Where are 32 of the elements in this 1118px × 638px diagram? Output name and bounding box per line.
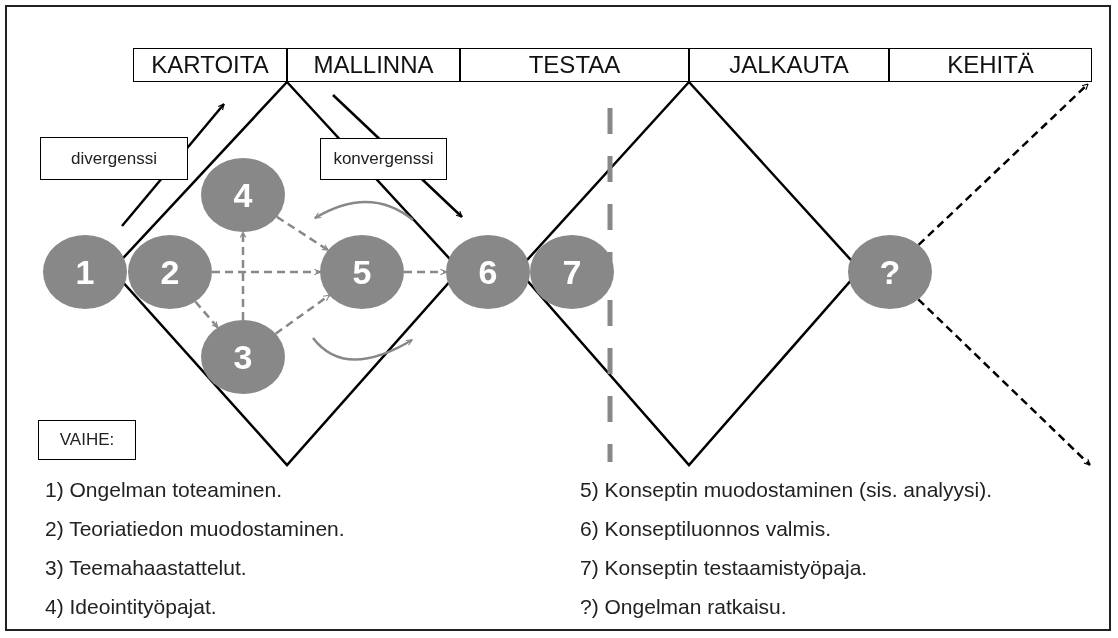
step-circle: 1 [43, 235, 127, 309]
step-circle: 6 [446, 235, 530, 309]
step-description: 1) Ongelman toteaminen. [45, 478, 282, 502]
arrow [194, 300, 219, 329]
phase-header: TESTAA [460, 48, 689, 82]
arrow [917, 83, 1089, 246]
tag-label: VAIHE: [38, 420, 136, 460]
step-description: ?) Ongelman ratkaisu. [580, 595, 787, 619]
step-circle: ? [848, 235, 932, 309]
arrow [917, 298, 1091, 466]
arrow [239, 231, 247, 320]
step-description: 5) Konseptin muodostaminen (sis. analyysi). [580, 478, 993, 502]
step-description: 6) Konseptiluonnos valmis. [580, 517, 831, 541]
phase-header: MALLINNA [287, 48, 460, 82]
tag-label: konvergenssi [320, 138, 447, 180]
phase-header: KARTOITA [133, 48, 287, 82]
arrow [212, 268, 321, 276]
arrow [404, 268, 447, 276]
phase-header: JALKAUTA [689, 48, 889, 82]
phase-header: KEHITÄ [889, 48, 1092, 82]
arrow [274, 294, 331, 335]
tag-label: divergenssi [40, 137, 188, 180]
step-description: 2) Teoriatiedon muodostaminen. [45, 517, 345, 541]
step-description: 3) Teemahaastattelut. [45, 556, 247, 580]
step-description: 4) Ideointityöpajat. [45, 595, 217, 619]
step-description: 7) Konseptin testaamistyöpaja. [580, 556, 868, 580]
step-circle: 4 [201, 158, 285, 232]
step-circle: 5 [320, 235, 404, 309]
step-circle: 3 [201, 320, 285, 394]
step-circle: 7 [530, 235, 614, 309]
arrow [276, 215, 329, 252]
step-circle: 2 [128, 235, 212, 309]
